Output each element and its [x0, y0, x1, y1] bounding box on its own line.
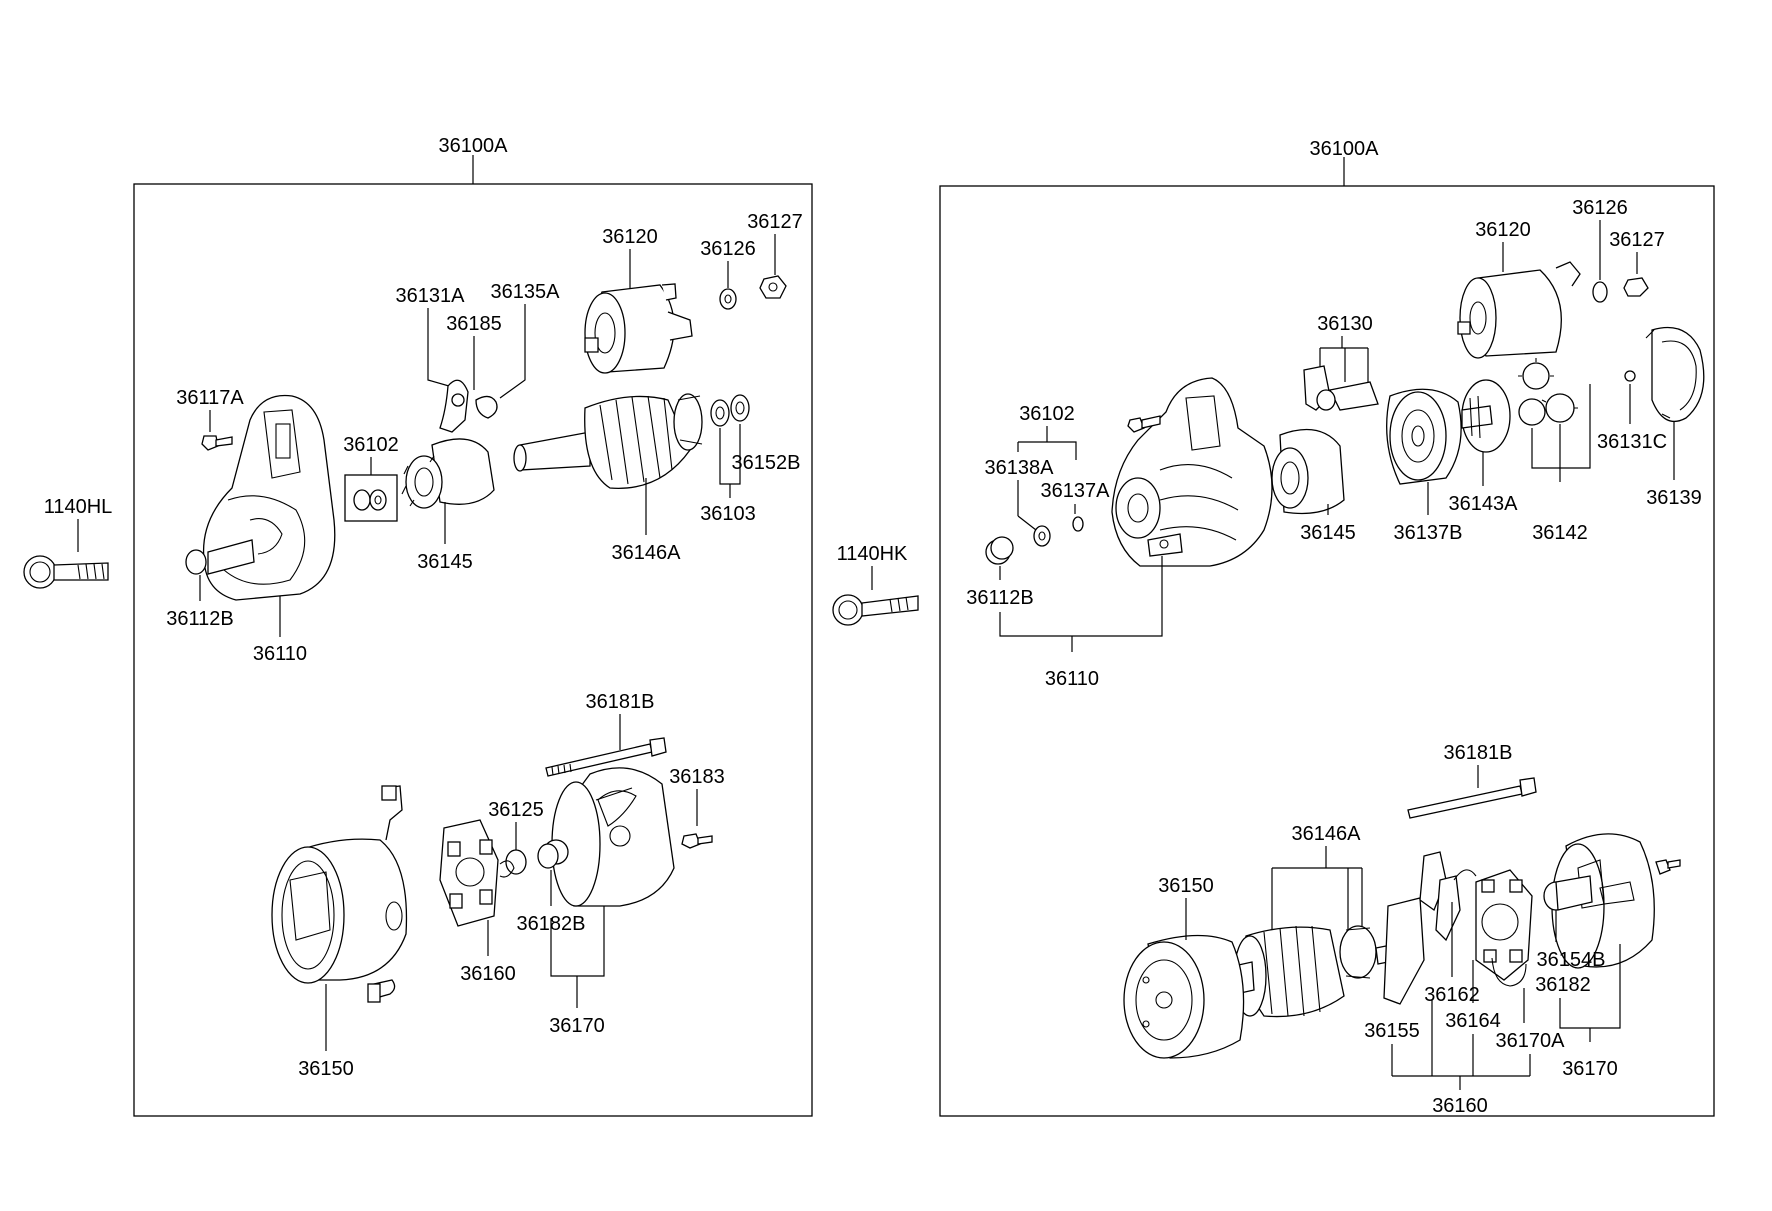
part-label-l-36183: 36183 [669, 766, 725, 788]
part-label-r-36170a: 36170A [1496, 1030, 1566, 1052]
part-label-r-36137b: 36137B [1394, 522, 1463, 544]
bolt-1140hl: 1140HL [23, 496, 113, 589]
part-label-r-36112b: 36112B [966, 587, 1033, 609]
part-label-r-36120: 36120 [1475, 219, 1531, 241]
part-label-l-36127: 36127 [747, 211, 803, 233]
part-label-r-36142: 36142 [1532, 522, 1588, 544]
part-end-frame-right [1543, 833, 1655, 969]
part-label-r-36143a: 36143A [1449, 493, 1519, 515]
part-label-r-36126: 36126 [1572, 197, 1628, 219]
part-label-l-36117a: 36117A [176, 387, 244, 409]
part-label-l-36112b: 36112B [166, 608, 233, 630]
part-label-r-36138a: 36138A [985, 457, 1055, 479]
part-label-l-36110: 36110 [253, 643, 307, 665]
part-label-r-36164: 36164 [1445, 1010, 1501, 1032]
part-label-l-36103: 36103 [700, 503, 756, 525]
part-label-l-36181b: 36181B [586, 691, 655, 713]
part-label-r-36160: 36160 [1432, 1095, 1488, 1117]
part-brush-holder-left [439, 819, 515, 927]
part-label-r-36155: 36155 [1364, 1020, 1420, 1042]
part-front-housing-left [185, 394, 336, 601]
part-label-r-36137a: 36137A [1041, 480, 1111, 502]
part-label-l-36131a: 36131A [396, 285, 466, 307]
part-brush-holder-right [1383, 851, 1533, 1005]
part-solenoid-right: 36120 [1457, 219, 1581, 359]
part-label-r-36102: 36102 [1019, 403, 1075, 425]
part-label-l-36170: 36170 [549, 1015, 605, 1037]
part-drive-pinion-left [401, 438, 495, 509]
part-label-r-36181b: 36181B [1444, 742, 1513, 764]
part-label-r-36150: 36150 [1158, 875, 1214, 897]
part-label-r-36162: 36162 [1424, 984, 1480, 1006]
part-label-l-36102: 36102 [343, 434, 399, 456]
part-label-r-36154b: 36154B [1537, 949, 1606, 971]
right-assembly-frame [939, 185, 1715, 1117]
part-front-housing-right [1111, 377, 1273, 567]
part-label-r-36127: 36127 [1609, 229, 1665, 251]
part-label-l-36152b: 36152B [732, 452, 801, 474]
part-yoke-right [1123, 934, 1245, 1059]
part-label-r-36110: 36110 [1045, 668, 1099, 690]
part-label-r-36170: 36170 [1562, 1058, 1618, 1080]
part-armature-left [513, 393, 703, 489]
part-shift-lever-left [439, 379, 498, 433]
part-label-l-36125: 36125 [488, 799, 544, 821]
part-planet-shaft-right [1461, 379, 1511, 453]
part-label-l-36150: 36150 [298, 1058, 354, 1080]
right-assembly: 36100A 1140HK 36120 36126 36127 36130 [832, 138, 1715, 1117]
part-label-l-36145: 36145 [417, 551, 473, 573]
part-label-r-36182: 36182 [1535, 974, 1591, 996]
part-label-l-36185: 36185 [446, 313, 502, 335]
part-internal-gear-right [1386, 388, 1462, 485]
part-label-r-36145: 36145 [1300, 522, 1356, 544]
left-assembly: 36100A 1140HL 36120 36127 36126 [23, 135, 813, 1117]
part-armature-right [1233, 925, 1399, 1018]
part-yoke-left [271, 785, 408, 1003]
part-label-r-36131c: 36131C [1597, 431, 1667, 453]
part-label-r-36146a: 36146A [1292, 823, 1362, 845]
part-shift-lever-right [1303, 365, 1379, 411]
right-assembly-label: 36100A [1310, 138, 1380, 160]
part-label-r-36139: 36139 [1646, 487, 1702, 509]
part-label-r-36130: 36130 [1317, 313, 1373, 335]
part-solenoid-left: 36120 [584, 226, 693, 374]
part-cover-ring-right [1645, 326, 1705, 423]
part-label-l-36120: 36120 [602, 226, 658, 248]
part-label-l-36126: 36126 [700, 238, 756, 260]
bolt-1140hk: 1140HK [832, 543, 919, 626]
part-label-l-36146a: 36146A [612, 542, 682, 564]
part-end-frame-left [551, 767, 675, 907]
left-assembly-label: 36100A [439, 135, 509, 157]
label-1140hk: 1140HK [837, 543, 908, 565]
part-label-l-36135a: 36135A [491, 281, 561, 303]
part-label-l-36160: 36160 [460, 963, 516, 985]
part-planet-gears-right [1518, 358, 1578, 426]
part-drive-pinion-right [1271, 428, 1345, 515]
label-1140hl: 1140HL [44, 496, 113, 518]
